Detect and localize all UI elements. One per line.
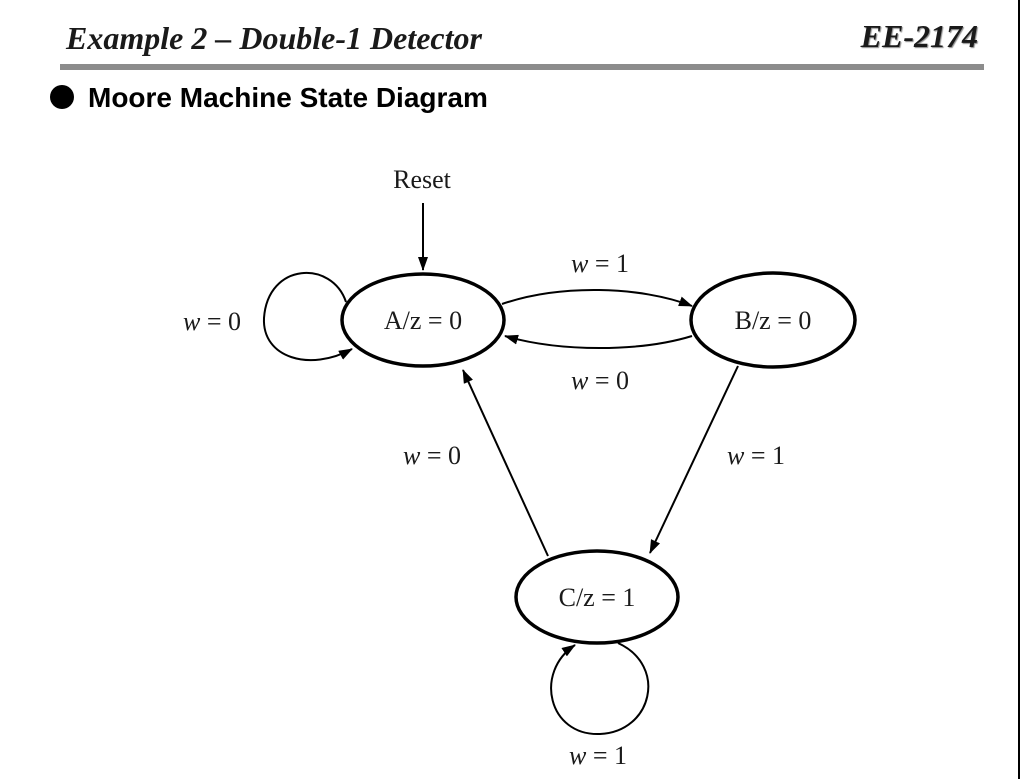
bullet-heading: Moore Machine State Diagram bbox=[88, 82, 488, 113]
transition-c-to-a-value: 0 bbox=[448, 441, 461, 470]
transition-b-to-c-eq: = bbox=[744, 441, 772, 470]
state-a-label: A/z = 0 bbox=[384, 306, 462, 335]
transition-b-to-c-arrow bbox=[649, 365, 739, 554]
state-a-circle bbox=[340, 272, 506, 368]
transition-c-to-c-var: w bbox=[569, 741, 587, 770]
transition-c-to-c-value: 1 bbox=[614, 741, 627, 770]
svg-text:w = 0: w = 0 bbox=[183, 307, 241, 336]
slide-edge-line bbox=[1018, 0, 1020, 779]
transition-b-to-a-label: w = 0 bbox=[571, 366, 629, 395]
state-b: B/z = 0 bbox=[689, 271, 857, 369]
transition-a-to-b-var: w bbox=[571, 249, 589, 278]
transition-b-to-a-value: 0 bbox=[616, 366, 629, 395]
transition-c-to-a-label: w = 0 bbox=[403, 441, 461, 470]
transition-c-to-a-arrow bbox=[462, 369, 549, 557]
state-c: C/z = 1 bbox=[514, 549, 680, 645]
state-a: A/z = 0 bbox=[340, 272, 506, 368]
transition-a-to-b-arrow bbox=[501, 288, 693, 307]
transition-c-to-a-var: w bbox=[403, 441, 421, 470]
svg-text:w = 0: w = 0 bbox=[571, 366, 629, 395]
transition-b-to-c-label: w = 1 bbox=[727, 441, 785, 470]
course-code: EE-2174 bbox=[860, 18, 978, 54]
state-b-circle bbox=[689, 271, 857, 369]
transition-a-to-b-eq: = bbox=[588, 249, 616, 278]
transition-a-to-a-value: 0 bbox=[228, 307, 241, 336]
svg-text:w = 0: w = 0 bbox=[403, 441, 461, 470]
transition-a-to-a-arrow bbox=[262, 271, 353, 362]
transition-b-to-a-eq: = bbox=[588, 366, 616, 395]
transition-b-to-a-var: w bbox=[571, 366, 589, 395]
transition-c-to-c-label: w = 1 bbox=[569, 741, 627, 770]
transition-a-to-a-label: w = 0 bbox=[183, 307, 241, 336]
transition-a-to-b-label: w = 1 bbox=[571, 249, 629, 278]
slide-title: Example 2 – Double-1 Detector bbox=[66, 20, 482, 56]
state-c-label: C/z = 1 bbox=[559, 583, 636, 612]
transition-b-to-c-var: w bbox=[727, 441, 745, 470]
svg-text:w = 1: w = 1 bbox=[727, 441, 785, 470]
transition-c-to-a-eq: = bbox=[420, 441, 448, 470]
header-divider bbox=[60, 64, 984, 70]
transition-b-to-c-value: 1 bbox=[772, 441, 785, 470]
transition-b-to-a-arrow bbox=[504, 334, 693, 349]
svg-text:w = 1: w = 1 bbox=[569, 741, 627, 770]
transition-c-to-c-arrow bbox=[550, 642, 650, 736]
state-b-label: B/z = 0 bbox=[735, 306, 812, 335]
transition-a-to-b-value: 1 bbox=[616, 249, 629, 278]
svg-text:w = 1: w = 1 bbox=[571, 249, 629, 278]
transition-c-to-c-eq: = bbox=[586, 741, 614, 770]
reset-label: Reset bbox=[393, 165, 452, 194]
state-c-circle bbox=[514, 549, 680, 645]
bullet-icon bbox=[50, 85, 74, 109]
transition-a-to-a-eq: = bbox=[200, 307, 228, 336]
transition-a-to-a-var: w bbox=[183, 307, 201, 336]
